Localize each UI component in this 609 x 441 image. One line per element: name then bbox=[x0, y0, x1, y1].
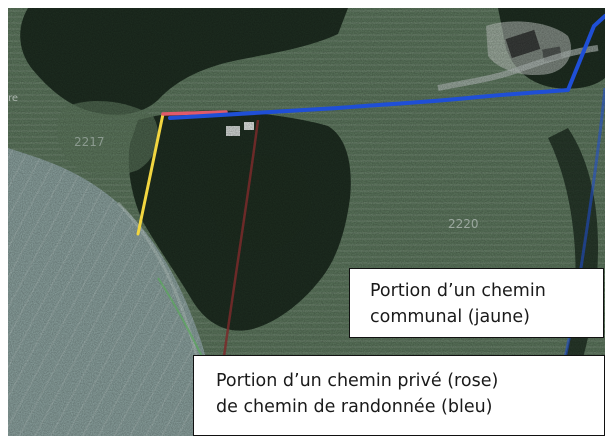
route-randonnee-line bbox=[168, 14, 605, 120]
callout-prive-line-2: de chemin de randonnée (bleu) bbox=[216, 397, 493, 417]
callout-prive: Portion d’un chemin privé (rose) de chem… bbox=[193, 355, 605, 436]
aerial-map: 2217 2220 re bbox=[8, 8, 605, 436]
parcel-label-2217: 2217 bbox=[74, 135, 105, 149]
callout-prive-line-1: Portion d’un chemin privé (rose) bbox=[216, 371, 499, 391]
map-edge-text: re bbox=[8, 93, 18, 104]
parcel-label-2220: 2220 bbox=[448, 217, 479, 231]
callout-communal: Portion d’un chemin communal (jaune) bbox=[349, 268, 604, 338]
callout-communal-line-1: Portion d’un chemin bbox=[370, 281, 546, 301]
route-communal-line bbox=[136, 112, 165, 236]
callout-communal-line-2: communal (jaune) bbox=[370, 307, 530, 327]
route-prive-line bbox=[161, 110, 228, 116]
